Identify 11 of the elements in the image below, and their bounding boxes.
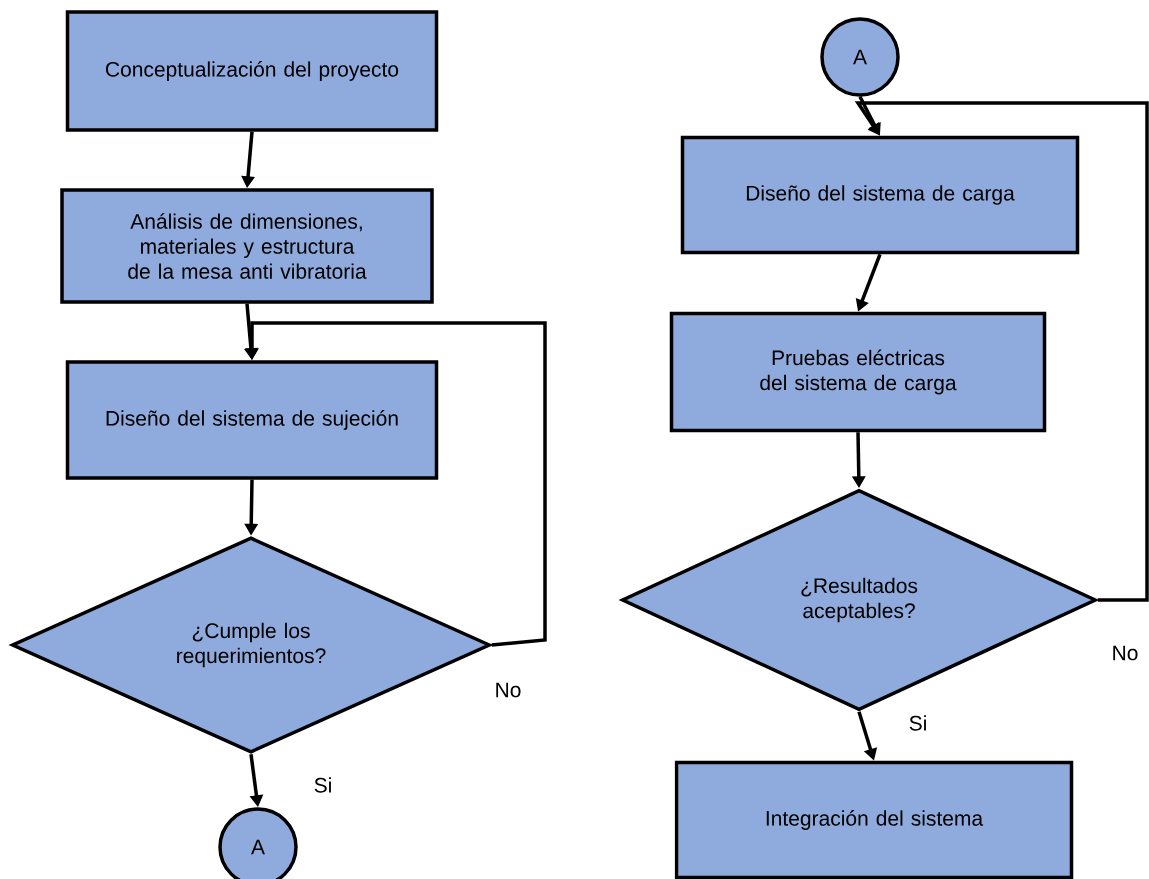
process-box: Análisis de dimensiones, materiales y estructura de la mesa anti vibratoria: [60, 188, 434, 304]
process-box: Diseño del sistema de sujeción: [65, 360, 439, 480]
process-box: Diseño del sistema de carga: [680, 135, 1080, 255]
arrow: [854, 101, 1149, 602]
edge-label: No: [492, 680, 524, 700]
edge-label: Si: [311, 775, 335, 795]
edge-label: No: [1109, 643, 1141, 663]
process-box: Integración del sistema: [674, 760, 1074, 879]
process-box: Conceptualización del proyecto: [65, 10, 439, 132]
edge-label: Si: [906, 713, 930, 733]
process-box: Pruebas eléctricas del sistema de carga: [669, 311, 1047, 433]
